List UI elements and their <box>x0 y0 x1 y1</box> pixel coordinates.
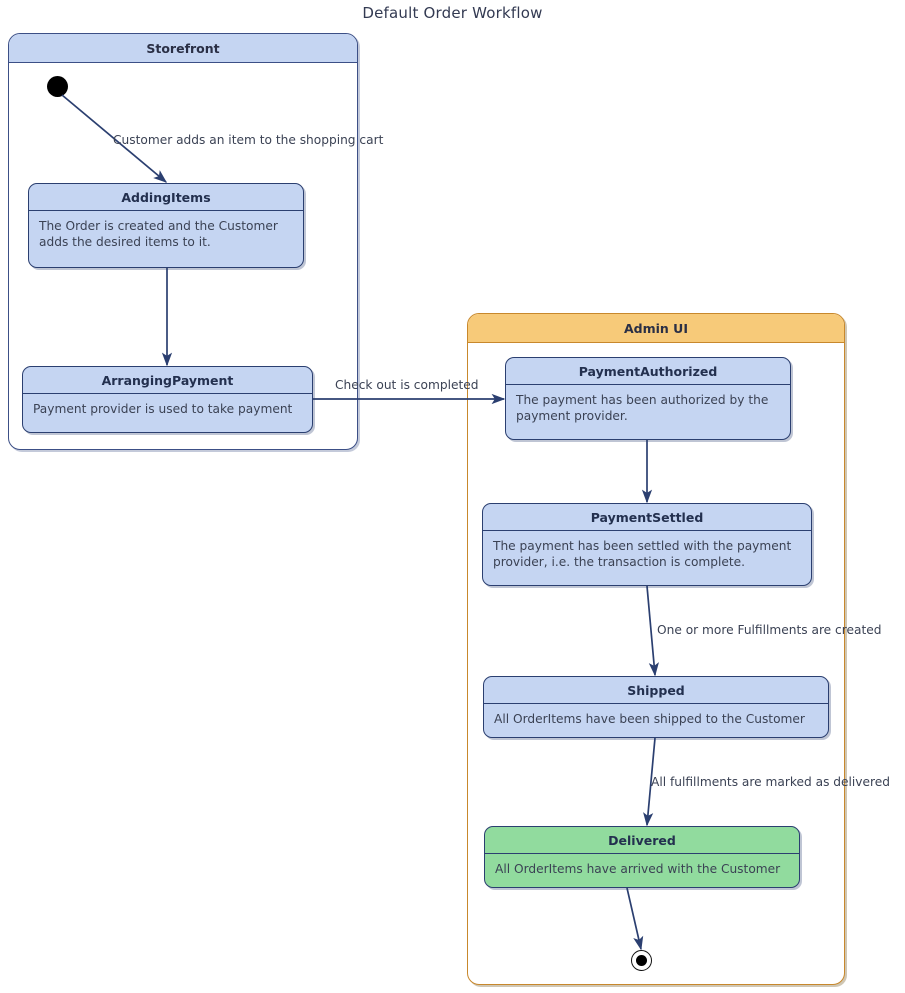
state-delivered-description: All OrderItems have arrived with the Cus… <box>495 862 781 876</box>
edge-label-fulfillments-delivered: All fulfillments are marked as delivered <box>651 775 890 789</box>
state-payment-settled-title: PaymentSettled <box>483 504 811 531</box>
state-payment-authorized[interactable]: PaymentAuthorized The payment has been a… <box>505 357 791 440</box>
state-shipped-title: Shipped <box>484 677 828 704</box>
page-title: Default Order Workflow <box>362 4 543 22</box>
edge-label-customer-adds-item: Customer adds an item to the shopping ca… <box>113 133 384 147</box>
state-adding-items-description: The Order is created and the Customer ad… <box>39 219 278 249</box>
composite-state-storefront-title: Storefront <box>9 34 357 63</box>
initial-state-node[interactable] <box>47 76 68 97</box>
final-state-node[interactable] <box>631 950 652 971</box>
state-adding-items[interactable]: AddingItems The Order is created and the… <box>28 183 304 268</box>
edge-label-check-out-completed: Check out is completed <box>335 378 479 392</box>
state-arranging-payment-title: ArrangingPayment <box>23 367 312 394</box>
edge-label-fulfillments-created: One or more Fulfillments are created <box>657 623 882 637</box>
state-payment-authorized-title: PaymentAuthorized <box>506 358 790 385</box>
state-arranging-payment[interactable]: ArrangingPayment Payment provider is use… <box>22 366 313 433</box>
state-payment-settled[interactable]: PaymentSettled The payment has been sett… <box>482 503 812 586</box>
state-payment-settled-description: The payment has been settled with the pa… <box>493 539 792 569</box>
state-delivered-title: Delivered <box>485 827 799 854</box>
state-shipped-description: All OrderItems have been shipped to the … <box>494 712 805 726</box>
state-payment-authorized-description: The payment has been authorized by the p… <box>516 393 769 423</box>
composite-state-admin-ui-title: Admin UI <box>468 314 844 343</box>
state-adding-items-title: AddingItems <box>29 184 303 211</box>
state-shipped[interactable]: Shipped All OrderItems have been shipped… <box>483 676 829 738</box>
state-arranging-payment-description: Payment provider is used to take payment <box>33 402 293 416</box>
state-delivered[interactable]: Delivered All OrderItems have arrived wi… <box>484 826 800 888</box>
